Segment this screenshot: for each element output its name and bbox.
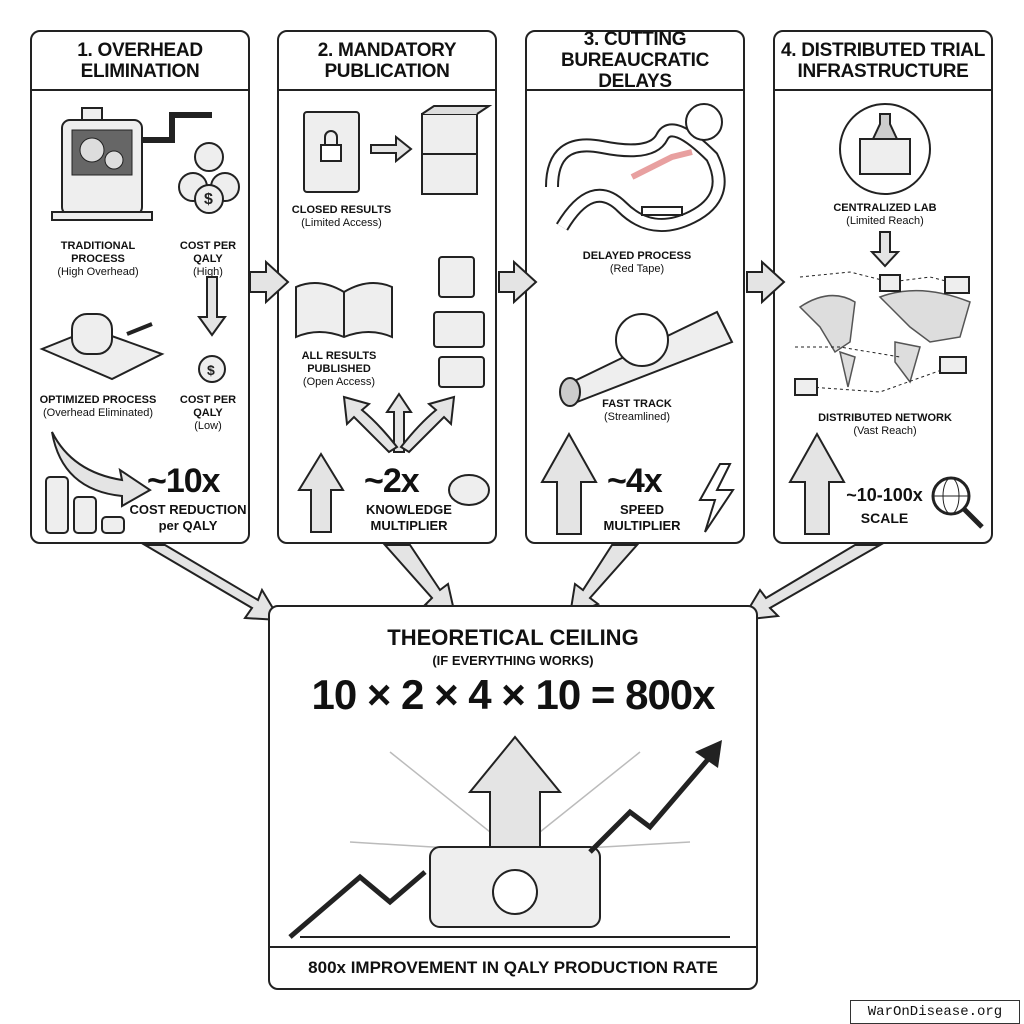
svg-text:$: $ xyxy=(204,191,213,208)
centralized-lab-icon xyxy=(839,103,931,195)
centralized-lab-label: CENTRALIZED LAB(Limited Reach) xyxy=(833,202,937,227)
fast-track-label: FAST TRACK(Streamlined) xyxy=(602,398,672,423)
delayed-process-label: DELAYED PROCESS(Red Tape) xyxy=(582,250,692,275)
fast-track-pipe-icon xyxy=(559,310,734,407)
curved-arrow-icon xyxy=(51,431,152,508)
lightning-icon xyxy=(698,463,735,533)
money-bag-small-icon: $ xyxy=(198,355,226,383)
ceiling-subtitle: (IF EVERYTHING WORKS) xyxy=(432,653,594,668)
arrow-panel4-to-ceiling xyxy=(740,544,884,622)
theoretical-ceiling-box: THEORETICAL CEILING (IF EVERYTHING WORKS… xyxy=(268,605,758,990)
ceiling-equation: 10 × 2 × 4 × 10 = 800x xyxy=(311,671,715,718)
winding-road-icon xyxy=(545,103,726,232)
arrow-1-to-2 xyxy=(249,259,290,305)
ceiling-footer: 800x IMPROVEMENT IN QALY PRODUCTION RATE xyxy=(270,946,756,988)
optimized-process-label: OPTIMIZED PROCESS(Overhead Eliminated) xyxy=(39,394,157,419)
up-arrow-icon xyxy=(297,452,345,533)
engine-growth-illustration xyxy=(288,735,730,939)
coin-stacks-icon xyxy=(45,476,125,534)
open-book-icon xyxy=(295,282,393,339)
traditional-machine-icon xyxy=(51,107,212,221)
svg-text:$: $ xyxy=(207,362,215,378)
cost-high-label: COST PER QALY(High) xyxy=(179,240,237,278)
connector-arrows xyxy=(141,259,884,622)
down-arrow-icon xyxy=(197,276,227,337)
branching-arrows-icon xyxy=(342,392,456,454)
brain-icon xyxy=(448,474,490,506)
multiplier-value: ~10x xyxy=(147,462,221,500)
distributed-network-label: DISTRIBUTED NETWORK(Vast Reach) xyxy=(818,412,952,437)
multiplier-value: ~2x xyxy=(364,462,420,500)
optimized-machine-icon xyxy=(39,313,165,381)
cost-low-label: COST PER QALY(Low) xyxy=(179,394,237,432)
arrow-panel2-to-ceiling xyxy=(382,544,457,617)
arrow-panel1-to-ceiling xyxy=(141,544,282,622)
money-bags-icon: $ xyxy=(178,142,240,214)
locked-book-icon xyxy=(303,111,360,193)
arrow-3-to-4 xyxy=(746,259,786,305)
arrow-2-to-3 xyxy=(498,259,538,305)
watermark: WarOnDisease.org xyxy=(850,1000,1020,1024)
filing-cabinet-icon xyxy=(421,105,493,195)
down-arrow-icon xyxy=(869,231,901,268)
ceiling-title: THEORETICAL CEILING xyxy=(387,625,639,650)
all-results-label: ALL RESULTS PUBLISHED(Open Access) xyxy=(301,350,377,388)
multiplier-value: ~4x xyxy=(607,462,663,500)
globe-magnifier-icon xyxy=(931,476,984,529)
up-arrow-icon xyxy=(788,431,846,535)
document-outputs-icon xyxy=(433,256,485,388)
right-arrow-icon xyxy=(370,134,413,164)
up-arrow-icon xyxy=(540,431,598,535)
closed-results-label: CLOSED RESULTS(Limited Access) xyxy=(291,204,392,229)
traditional-process-label: TRADITIONAL PROCESS(High Overhead) xyxy=(57,240,139,278)
world-network-map-icon xyxy=(794,271,971,396)
